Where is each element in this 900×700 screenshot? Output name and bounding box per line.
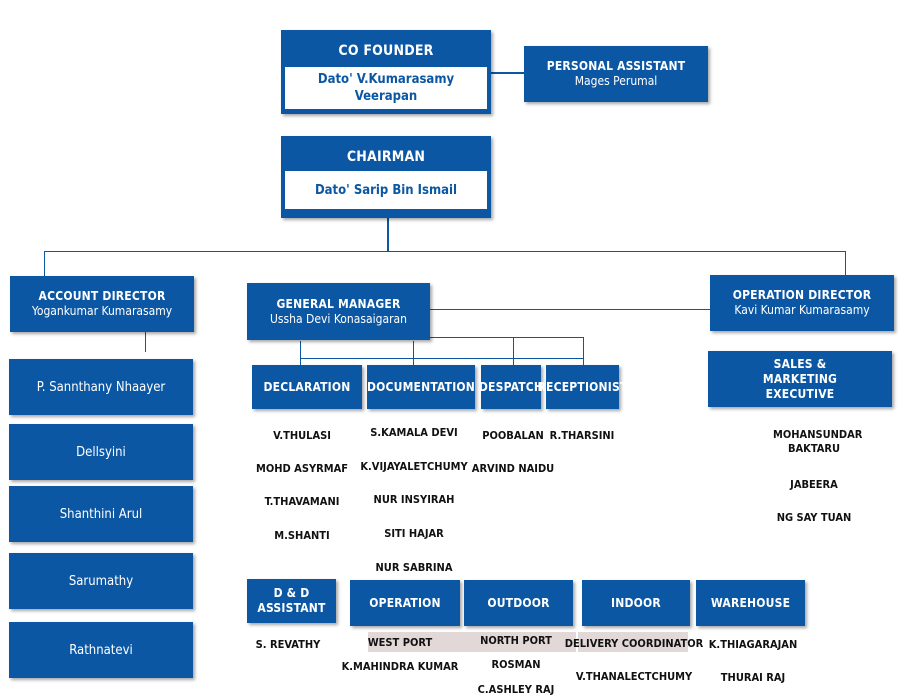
staff-name: K.VIJAYALETCHUMY (360, 460, 468, 473)
sales-marketing-title: SALES & MARKETING EXECUTIVE (762, 356, 838, 401)
account-staff-name: Rathnatevi (69, 642, 133, 658)
general-manager-name: Ussha Devi Konasaigaran (270, 311, 407, 326)
staff-name: NUR SABRINA (375, 561, 453, 574)
dd-assistant-title: D & D ASSISTANT (257, 586, 326, 615)
outdoor-title: OUTDOOR (487, 595, 550, 610)
operation-title: OPERATION (369, 595, 441, 610)
account-staff-name: Dellsyini (76, 444, 126, 460)
staff-name: V.THANALECTCHUMY (575, 670, 693, 683)
staff-name: R.THARSINI (549, 429, 615, 442)
staff-name: M.SHANTI (274, 529, 330, 542)
sales-marketing-box: SALES & MARKETING EXECUTIVE (708, 351, 892, 407)
despatch-box: DESPATCH (478, 365, 544, 409)
account-staff-box: Shanthini Arul (9, 486, 193, 542)
personal-assistant-title: PERSONAL ASSISTANT (546, 59, 686, 73)
receptionist-title: RECEPTIONIST (537, 379, 628, 394)
port-label: WEST PORT (367, 636, 433, 649)
outdoor-box: OUTDOOR (464, 580, 573, 626)
account-staff-box: Dellsyini (9, 424, 193, 480)
connector-line (300, 358, 584, 359)
account-staff-name: Shanthini Arul (59, 506, 143, 522)
connector-line (413, 341, 414, 365)
staff-name-text: MOHANSUNDAR BAKTARU (773, 428, 863, 455)
port-label: NORTH PORT (480, 634, 552, 647)
connector-line (490, 72, 524, 74)
staff-name: T.THAVAMANI (264, 495, 340, 508)
staff-name: K.MAHINDRA KUMAR (341, 660, 459, 673)
staff-name: C.ASHLEY RAJ (477, 683, 555, 696)
dd-assistant-box: D & D ASSISTANT (247, 579, 336, 623)
connector-line (44, 251, 846, 252)
staff-name: S.KAMALA DEVI (370, 426, 458, 439)
account-staff-box: Sarumathy (9, 553, 193, 609)
chairman-title: CHAIRMAN (346, 149, 426, 165)
co-founder-name: Dato' V.Kumarasamy Veerapan (285, 67, 487, 109)
connector-line (845, 251, 846, 276)
connector-line (583, 337, 584, 365)
operation-director-title: OPERATION DIRECTOR (732, 288, 872, 302)
operation-director-box: OPERATION DIRECTOR Kavi Kumar Kumarasamy (710, 275, 894, 331)
receptionist-box: RECEPTIONIST (537, 365, 627, 409)
port-highlight-band (368, 632, 576, 652)
connector-line (300, 341, 301, 365)
connector-line (145, 332, 146, 352)
staff-name: JABEERA (790, 478, 838, 491)
personal-assistant-box: PERSONAL ASSISTANT Mages Perumal (524, 46, 708, 102)
account-staff-name: Sarumathy (68, 573, 134, 589)
staff-name: ROSMAN (491, 658, 541, 671)
declaration-box: DECLARATION (252, 365, 362, 409)
account-staff-name: P. Sannthany Nhaayer (36, 379, 166, 395)
account-director-title: ACCOUNT DIRECTOR (38, 289, 166, 303)
staff-name: NUR INSYIRAH (373, 493, 455, 506)
staff-name: THURAI RAJ (720, 671, 786, 684)
account-director-name: Yogankumar Kumarasamy (31, 304, 173, 318)
connector-line (430, 337, 584, 338)
staff-name: K.THIAGARAJAN (708, 638, 798, 651)
documentation-title: DOCUMENTATION (366, 379, 476, 394)
co-founder-box: CO FOUNDER Dato' V.Kumarasamy Veerapan (281, 30, 491, 114)
connector-line (513, 337, 514, 365)
account-staff-box: P. Sannthany Nhaayer (9, 359, 193, 415)
indoor-title: INDOOR (611, 595, 661, 610)
connector-line (387, 218, 389, 252)
staff-name: S. REVATHY (255, 638, 321, 651)
documentation-box: DOCUMENTATION (367, 365, 475, 409)
connector-line (430, 309, 710, 310)
general-manager-title: GENERAL MANAGER (276, 296, 401, 311)
chairman-name: Dato' Sarip Bin Ismail (285, 171, 487, 209)
operation-box: OPERATION (350, 580, 460, 626)
role-label: DELIVERY COORDINATOR (564, 637, 704, 650)
co-founder-title: CO FOUNDER (338, 43, 434, 59)
warehouse-title: WAREHOUSE (710, 595, 791, 610)
staff-name: MOHANSUNDAR BAKTARU (773, 428, 863, 456)
personal-assistant-name: Mages Perumal (574, 74, 658, 88)
indoor-box: INDOOR (582, 580, 690, 626)
warehouse-box: WAREHOUSE (696, 580, 805, 626)
connector-line (44, 251, 45, 276)
chairman-box: CHAIRMAN Dato' Sarip Bin Ismail (281, 136, 491, 218)
staff-name: ARVIND NAIDU (471, 462, 555, 475)
despatch-title: DESPATCH (478, 379, 544, 394)
account-staff-box: Rathnatevi (9, 622, 193, 678)
staff-name: NG SAY TUAN (776, 511, 852, 524)
port-highlight-band (578, 632, 688, 652)
general-manager-box: GENERAL MANAGER Ussha Devi Konasaigaran (247, 283, 430, 340)
declaration-title: DECLARATION (263, 379, 351, 394)
staff-name: MOHD ASYRMAF (255, 462, 349, 475)
staff-name: SITI HAJAR (384, 527, 444, 540)
staff-name: POOBALAN (482, 429, 544, 442)
account-director-box: ACCOUNT DIRECTOR Yogankumar Kumarasamy (10, 276, 194, 332)
operation-director-name: Kavi Kumar Kumarasamy (734, 303, 870, 317)
staff-name: V.THULASI (273, 429, 331, 442)
